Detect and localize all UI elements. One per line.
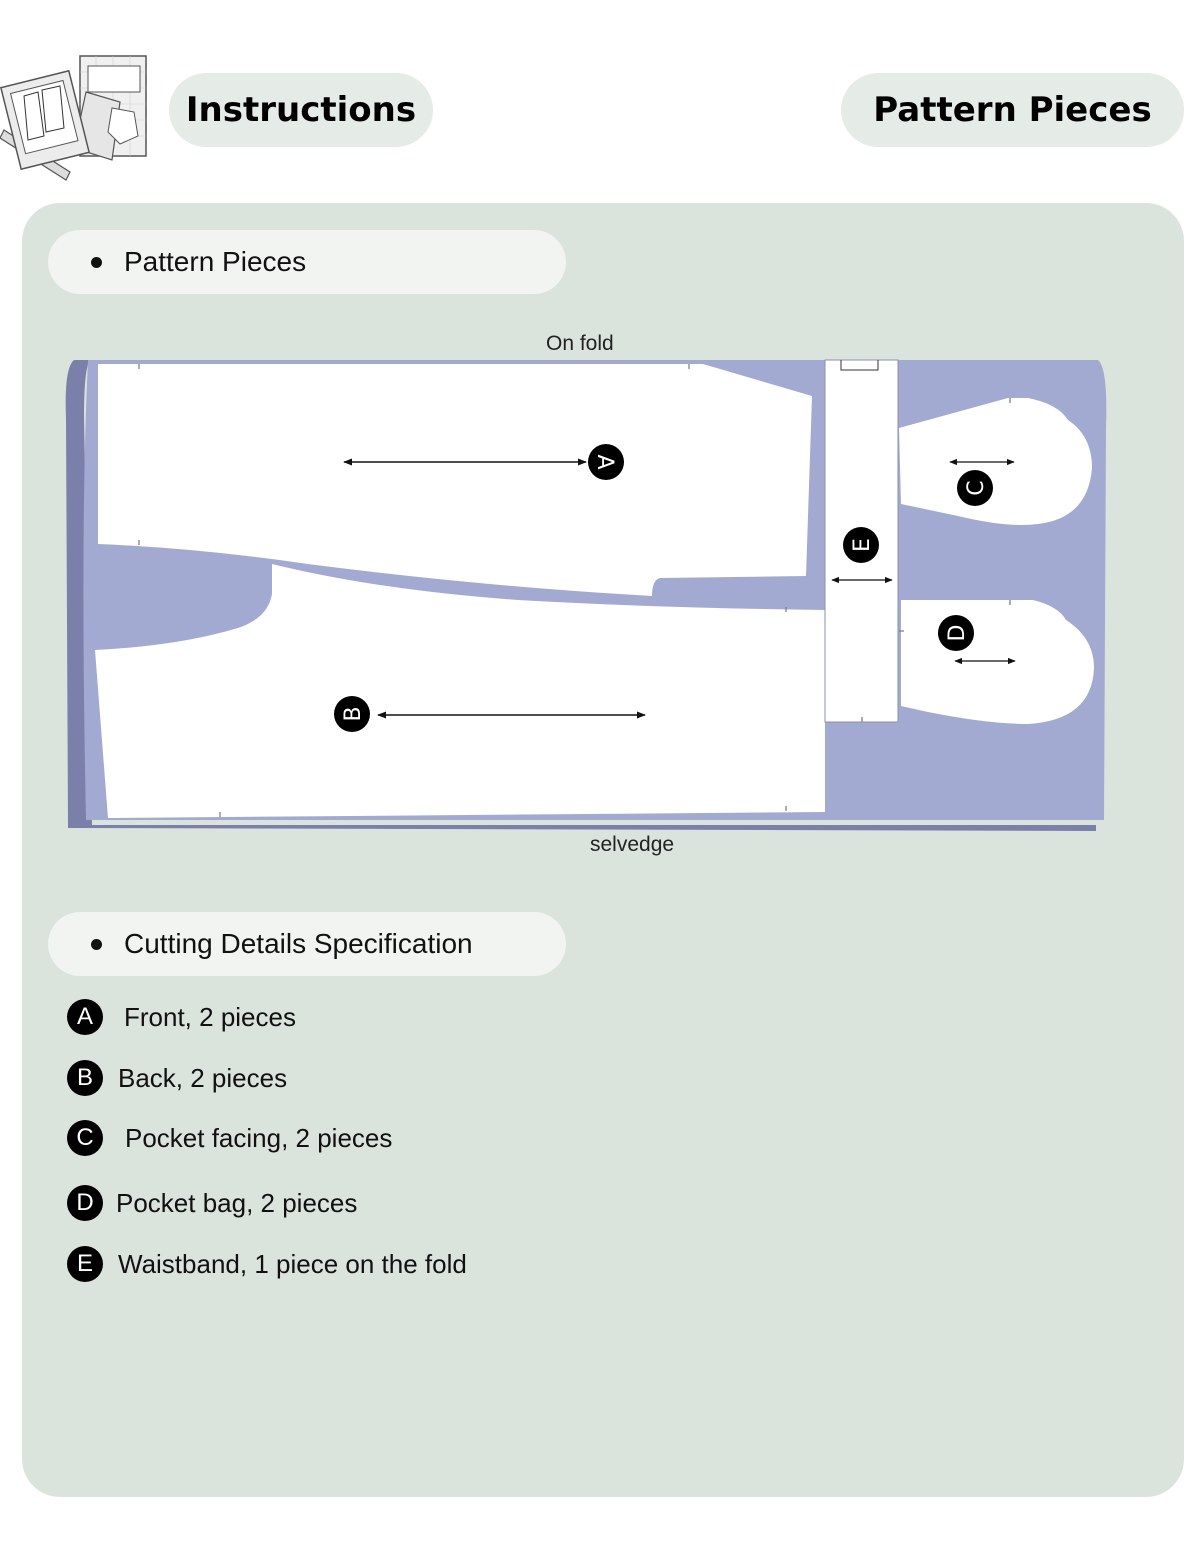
instructions-heading: Instructions bbox=[169, 73, 433, 147]
selvedge-label: selvedge bbox=[590, 833, 675, 856]
cutting-list-text: Front, 2 pieces bbox=[124, 1001, 296, 1032]
fabric-underlayer bbox=[68, 825, 1096, 831]
piece-a-front bbox=[98, 364, 812, 596]
bullet-icon bbox=[91, 938, 102, 950]
waistband-fold-mark bbox=[840, 360, 879, 371]
cutting-list-text: Pocket facing, 2 pieces bbox=[125, 1122, 393, 1153]
cutting-list-text: Back, 2 pieces bbox=[118, 1062, 288, 1093]
piece-label-d: D bbox=[938, 615, 974, 651]
bullet-icon bbox=[91, 256, 102, 268]
cutting-details-section-label: Cutting Details Specification bbox=[124, 928, 473, 959]
cutting-list-item: D Pocket bag, 2 pieces bbox=[67, 1184, 357, 1222]
piece-letter-badge: A bbox=[67, 999, 103, 1035]
cutting-list-item: E Waistband, 1 piece on the fold bbox=[67, 1245, 467, 1283]
piece-label-c: C bbox=[957, 470, 993, 506]
piece-letter-badge: D bbox=[67, 1185, 103, 1221]
cutting-list-item: C Pocket facing, 2 pieces bbox=[67, 1119, 392, 1157]
cutting-list-item: A Front, 2 pieces bbox=[67, 998, 296, 1036]
pattern-pieces-section-label: Pattern Pieces bbox=[124, 246, 307, 277]
pattern-sheets-illustration-icon bbox=[0, 52, 152, 182]
cutting-layout-diagram: A B C D E bbox=[58, 328, 1118, 860]
cutting-list-text: Pocket bag, 2 pieces bbox=[116, 1187, 358, 1218]
piece-label-b-text: B bbox=[341, 706, 366, 721]
piece-letter-badge: C bbox=[67, 1120, 103, 1156]
piece-label-e: E bbox=[843, 527, 879, 563]
piece-label-a-text: A bbox=[592, 454, 617, 469]
piece-d-pocket-bag bbox=[901, 600, 1094, 724]
on-fold-label: On fold bbox=[546, 332, 614, 355]
piece-label-c-text: C bbox=[964, 480, 989, 495]
cutting-list-item: B Back, 2 pieces bbox=[67, 1059, 287, 1097]
cutting-details-section-header: Cutting Details Specification bbox=[48, 912, 566, 976]
piece-label-e-text: E bbox=[850, 538, 875, 552]
piece-letter-badge: B bbox=[67, 1060, 103, 1096]
piece-letter-badge: E bbox=[67, 1246, 103, 1282]
piece-b-back bbox=[95, 564, 825, 818]
piece-label-b: B bbox=[334, 696, 370, 732]
piece-label-d-text: D bbox=[945, 625, 970, 642]
pattern-pieces-section-header: Pattern Pieces bbox=[48, 230, 566, 294]
pattern-pieces-page-title: Pattern Pieces bbox=[841, 73, 1184, 147]
cutting-list-text: Waistband, 1 piece on the fold bbox=[118, 1248, 467, 1279]
piece-label-a: A bbox=[588, 444, 624, 480]
